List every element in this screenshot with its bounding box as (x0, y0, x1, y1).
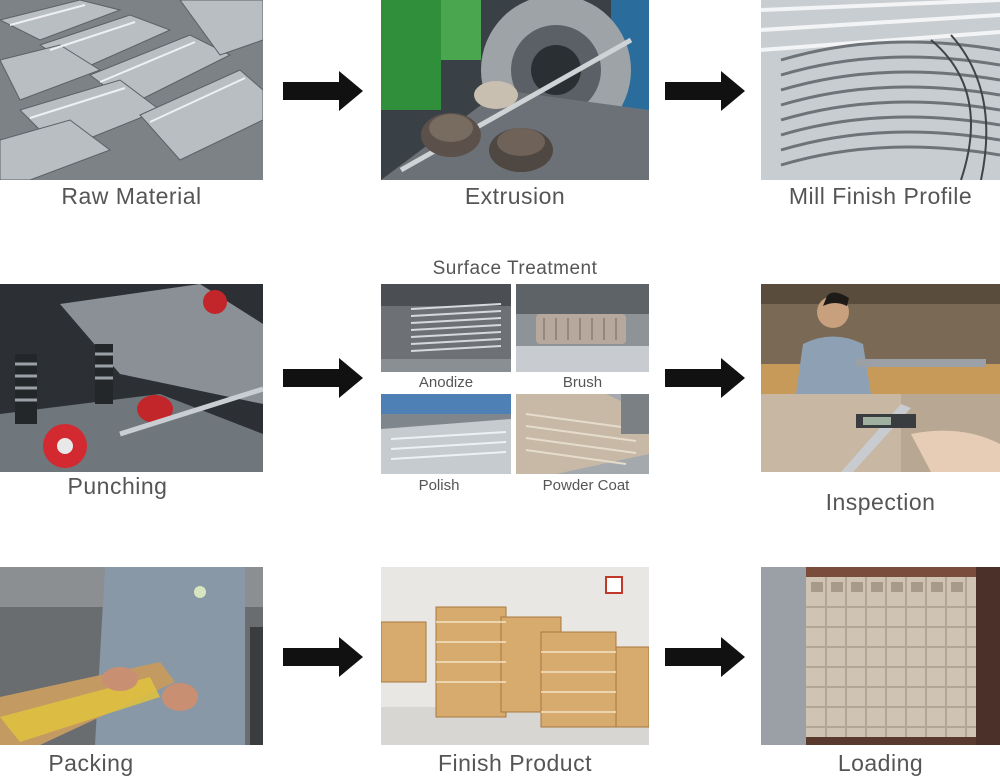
finish-product-photo (381, 567, 649, 745)
brush-photo (516, 284, 649, 372)
loading-photo (761, 567, 1000, 745)
arrow-right-icon (665, 637, 745, 677)
powder-coat-photo (516, 394, 649, 474)
punching-photo (0, 284, 263, 472)
arrow-right-icon (665, 71, 745, 111)
loading-caption: Loading (837, 750, 924, 776)
anodize-photo (381, 284, 511, 372)
mill-finish-profile-photo (761, 0, 1000, 180)
packing-caption: Packing (48, 750, 134, 776)
extrusion-photo (381, 0, 649, 180)
surface-treatment-title: Surface Treatment (432, 258, 598, 279)
punching-caption: Punching (67, 473, 168, 499)
polish-caption: Polish (418, 477, 460, 494)
arrow-right-icon (665, 358, 745, 398)
extrusion-caption: Extrusion (464, 183, 566, 209)
finish-product-caption: Finish Product (437, 750, 592, 776)
raw-material-photo (0, 0, 263, 180)
brush-caption: Brush (562, 374, 603, 391)
arrow-right-icon (283, 71, 363, 111)
polish-photo (381, 394, 511, 474)
arrow-right-icon (283, 637, 363, 677)
inspection-photo (761, 284, 1000, 472)
anodize-caption: Anodize (418, 374, 474, 391)
arrow-right-icon (283, 358, 363, 398)
mill-finish-profile-caption: Mill Finish Profile (788, 183, 973, 209)
raw-material-caption: Raw Material (61, 183, 202, 209)
inspection-caption: Inspection (825, 489, 936, 515)
powder-coat-caption: Powder Coat (542, 477, 630, 494)
packing-photo (0, 567, 263, 745)
